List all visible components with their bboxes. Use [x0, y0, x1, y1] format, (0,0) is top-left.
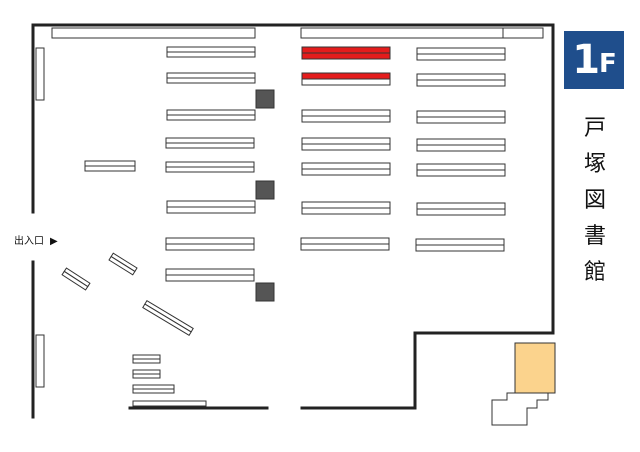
entrance-label: 出入口	[14, 236, 44, 247]
top-wall-shelf	[51, 27, 256, 39]
bookshelf	[166, 206, 256, 214]
shelves-column-left	[165, 46, 256, 282]
bookshelf	[416, 116, 506, 124]
library-name-char: 図	[583, 188, 606, 213]
bookshelf	[301, 207, 391, 215]
bookshelf	[165, 166, 255, 173]
wall-shelves	[35, 27, 544, 388]
bookshelf	[301, 162, 391, 170]
shelves-column-right	[415, 47, 506, 252]
bookshelf	[416, 138, 506, 146]
wall-top-left	[31, 23, 555, 410]
library-name-char: 館	[583, 260, 606, 285]
bookshelf	[300, 237, 390, 245]
bookshelf	[132, 354, 161, 360]
bookshelf	[301, 201, 391, 209]
bookshelf	[416, 53, 506, 61]
floor-letter: F	[599, 49, 617, 79]
bookshelf	[416, 47, 506, 55]
bookshelf	[165, 161, 255, 168]
bookshelf	[301, 137, 391, 145]
walls	[31, 23, 555, 419]
bookshelf	[301, 115, 391, 123]
bookshelf	[132, 358, 161, 364]
bookshelf	[132, 388, 175, 394]
pillars	[255, 89, 275, 302]
bookshelf	[416, 202, 506, 210]
bookshelf	[416, 144, 506, 152]
bookshelf	[166, 114, 256, 121]
pillar	[255, 180, 275, 200]
bookshelf	[301, 109, 391, 117]
bookshelf	[166, 46, 256, 53]
floor-number: 1	[572, 37, 600, 83]
bookshelf	[301, 78, 391, 86]
bookshelf	[301, 168, 391, 176]
pillar	[255, 89, 275, 109]
bookshelf	[416, 79, 506, 87]
bookshelf	[415, 238, 505, 246]
bookshelf	[132, 400, 207, 407]
angled-bookshelf	[144, 299, 194, 333]
bookshelf	[165, 274, 255, 282]
entrance-marker: 出入口 ▶	[14, 232, 58, 247]
bookshelf	[166, 109, 256, 116]
highlighted-room	[514, 342, 556, 394]
left-wall-shelf	[35, 47, 45, 101]
bookshelf	[132, 373, 161, 379]
bookshelf	[84, 160, 136, 167]
bookshelf	[165, 142, 255, 149]
library-name-char: 書	[583, 224, 606, 249]
bookshelf	[416, 169, 506, 177]
bookshelf	[416, 208, 506, 216]
library-name-char: 戸	[583, 116, 606, 141]
bookshelf	[300, 243, 390, 251]
bookshelf	[416, 163, 506, 171]
bookshelf	[166, 200, 256, 208]
bookshelf	[416, 110, 506, 118]
bookshelf	[416, 73, 506, 81]
angled-bookshelf	[108, 255, 136, 276]
bookshelf	[166, 72, 256, 79]
entrance-arrow-icon: ▶	[50, 236, 58, 247]
angled-bookshelf	[61, 270, 89, 291]
bookshelf	[84, 165, 136, 172]
bookshelf	[165, 137, 255, 144]
library-name: 戸 塚 図 書 館	[582, 118, 608, 298]
angled-bookshelf	[142, 303, 192, 337]
bookshelf	[165, 237, 255, 245]
left-wall-shelf	[35, 334, 45, 388]
staircase	[491, 343, 556, 426]
angled-shelves	[61, 252, 194, 337]
bookshelf	[132, 369, 161, 375]
bookshelf	[415, 244, 505, 252]
bookshelf	[165, 268, 255, 276]
stepped-shelves	[132, 354, 207, 407]
bookshelf	[166, 77, 256, 84]
top-wall-shelf	[300, 27, 544, 39]
highlighted-shelf	[301, 46, 391, 54]
bookshelf	[166, 51, 256, 58]
highlighted-shelf	[301, 52, 391, 60]
pillar	[255, 282, 275, 302]
shelves-entrance	[84, 160, 136, 172]
bookshelf	[165, 243, 255, 251]
shelves-column-middle	[300, 46, 391, 251]
bookshelf	[132, 384, 175, 390]
bookshelf	[301, 143, 391, 151]
highlighted-shelf	[301, 72, 391, 80]
library-name-char: 塚	[583, 152, 606, 177]
